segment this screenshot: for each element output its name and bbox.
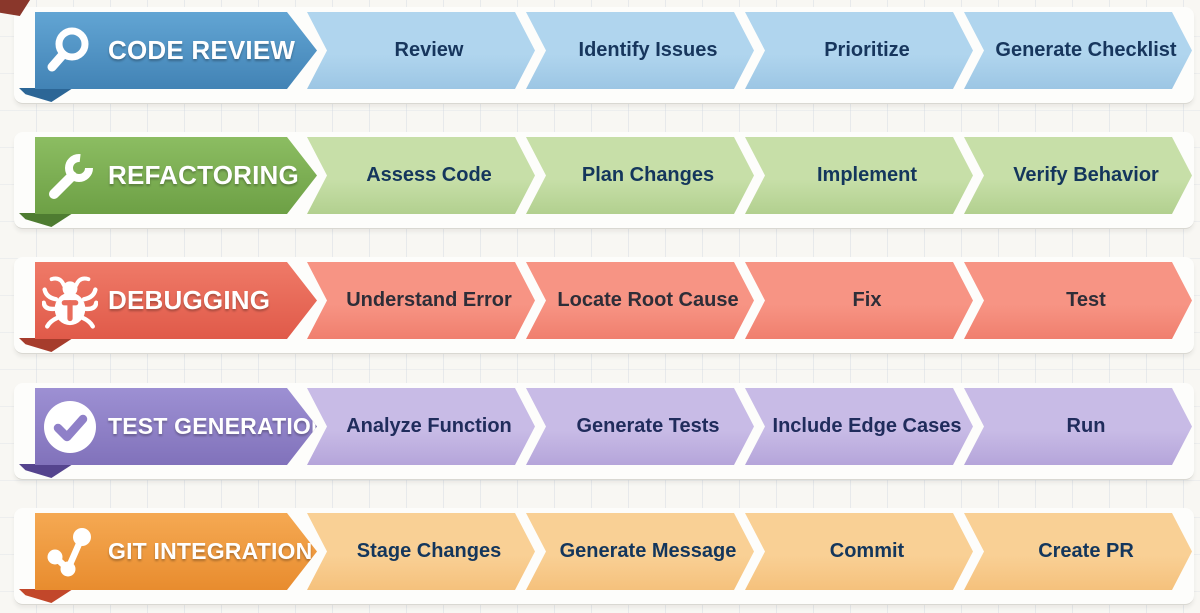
- wrench-icon: [42, 148, 98, 204]
- workflow-step: Implement: [745, 137, 973, 214]
- workflow-step: Commit: [745, 513, 973, 590]
- workflow-step: Plan Changes: [526, 137, 754, 214]
- workflow-step: Test: [964, 262, 1192, 339]
- step-label: Stage Changes: [356, 540, 502, 562]
- workflow-step: Identify Issues: [526, 12, 754, 89]
- workflow-step: Prioritize: [745, 12, 973, 89]
- magnifier-icon: [42, 23, 98, 79]
- workflow-step: Stage Changes: [307, 513, 535, 590]
- workflow-step: Include Edge Cases: [745, 388, 973, 465]
- workflow-step: Analyze Function: [307, 388, 535, 465]
- row-band: GIT INTEGRATION Stage Changes Generate M…: [19, 513, 1192, 603]
- step-label: Plan Changes: [581, 164, 715, 186]
- workflow-step: Verify Behavior: [964, 137, 1192, 214]
- header-label: DEBUGGING: [108, 285, 271, 315]
- step-label: Verify Behavior: [1013, 164, 1159, 186]
- workflow-step: Run: [964, 388, 1192, 465]
- step-label: Generate Message: [559, 540, 737, 562]
- check-circle-icon: [42, 399, 98, 455]
- step-label: Commit: [829, 540, 905, 562]
- git-branch-icon: [42, 524, 98, 580]
- row-band: TEST GENERATION Analyze Function Generat…: [19, 388, 1192, 478]
- workflow-row-test-generation: TEST GENERATION Analyze Function Generat…: [14, 383, 1194, 480]
- workflow-step: Understand Error: [307, 262, 535, 339]
- step-label: Include Edge Cases: [772, 415, 962, 437]
- step-label: Prioritize: [824, 39, 910, 61]
- row-band: CODE REVIEW Review Identify Issues Prior…: [19, 12, 1192, 102]
- header-chevron-code-review: CODE REVIEW: [35, 12, 317, 89]
- workflow-step: Assess Code: [307, 137, 535, 214]
- step-label: Analyze Function: [346, 415, 512, 437]
- header-label: GIT INTEGRATION: [108, 538, 313, 564]
- header-label: REFACTORING: [108, 160, 299, 190]
- step-label: Locate Root Cause: [557, 289, 739, 311]
- bug-icon: [42, 273, 98, 329]
- workflow-row-refactoring: REFACTORING Assess Code Plan Changes Imp…: [14, 132, 1194, 229]
- workflow-step: Review: [307, 12, 535, 89]
- workflow-step: Generate Tests: [526, 388, 754, 465]
- row-band: REFACTORING Assess Code Plan Changes Imp…: [19, 137, 1192, 227]
- header-label: CODE REVIEW: [108, 35, 296, 65]
- header-chevron-test-generation: TEST GENERATION: [35, 388, 317, 465]
- header-chevron-refactoring: REFACTORING: [35, 137, 317, 214]
- workflow-step: Locate Root Cause: [526, 262, 754, 339]
- step-label: Identify Issues: [578, 39, 718, 61]
- workflow-row-code-review: CODE REVIEW Review Identify Issues Prior…: [14, 7, 1194, 104]
- step-label: Review: [394, 39, 464, 61]
- header-label: TEST GENERATION: [108, 413, 328, 439]
- step-label: Run: [1066, 415, 1106, 437]
- workflow-step: Create PR: [964, 513, 1192, 590]
- step-label: Generate Checklist: [995, 39, 1177, 61]
- step-label: Fix: [852, 289, 882, 311]
- header-chevron-git-integration: GIT INTEGRATION: [35, 513, 317, 590]
- step-label: Understand Error: [346, 289, 512, 311]
- row-band: DEBUGGING Understand Error Locate Root C…: [19, 262, 1192, 352]
- header-chevron-debugging: DEBUGGING: [35, 262, 317, 339]
- workflow-step: Fix: [745, 262, 973, 339]
- workflow-step: Generate Message: [526, 513, 754, 590]
- workflow-row-debugging: DEBUGGING Understand Error Locate Root C…: [14, 257, 1194, 354]
- step-label: Test: [1066, 289, 1106, 311]
- workflow-step: Generate Checklist: [964, 12, 1192, 89]
- step-label: Implement: [816, 164, 918, 186]
- step-label: Generate Tests: [576, 415, 720, 437]
- step-label: Assess Code: [366, 164, 492, 186]
- step-label: Create PR: [1038, 540, 1134, 562]
- workflow-row-git-integration: GIT INTEGRATION Stage Changes Generate M…: [14, 508, 1194, 605]
